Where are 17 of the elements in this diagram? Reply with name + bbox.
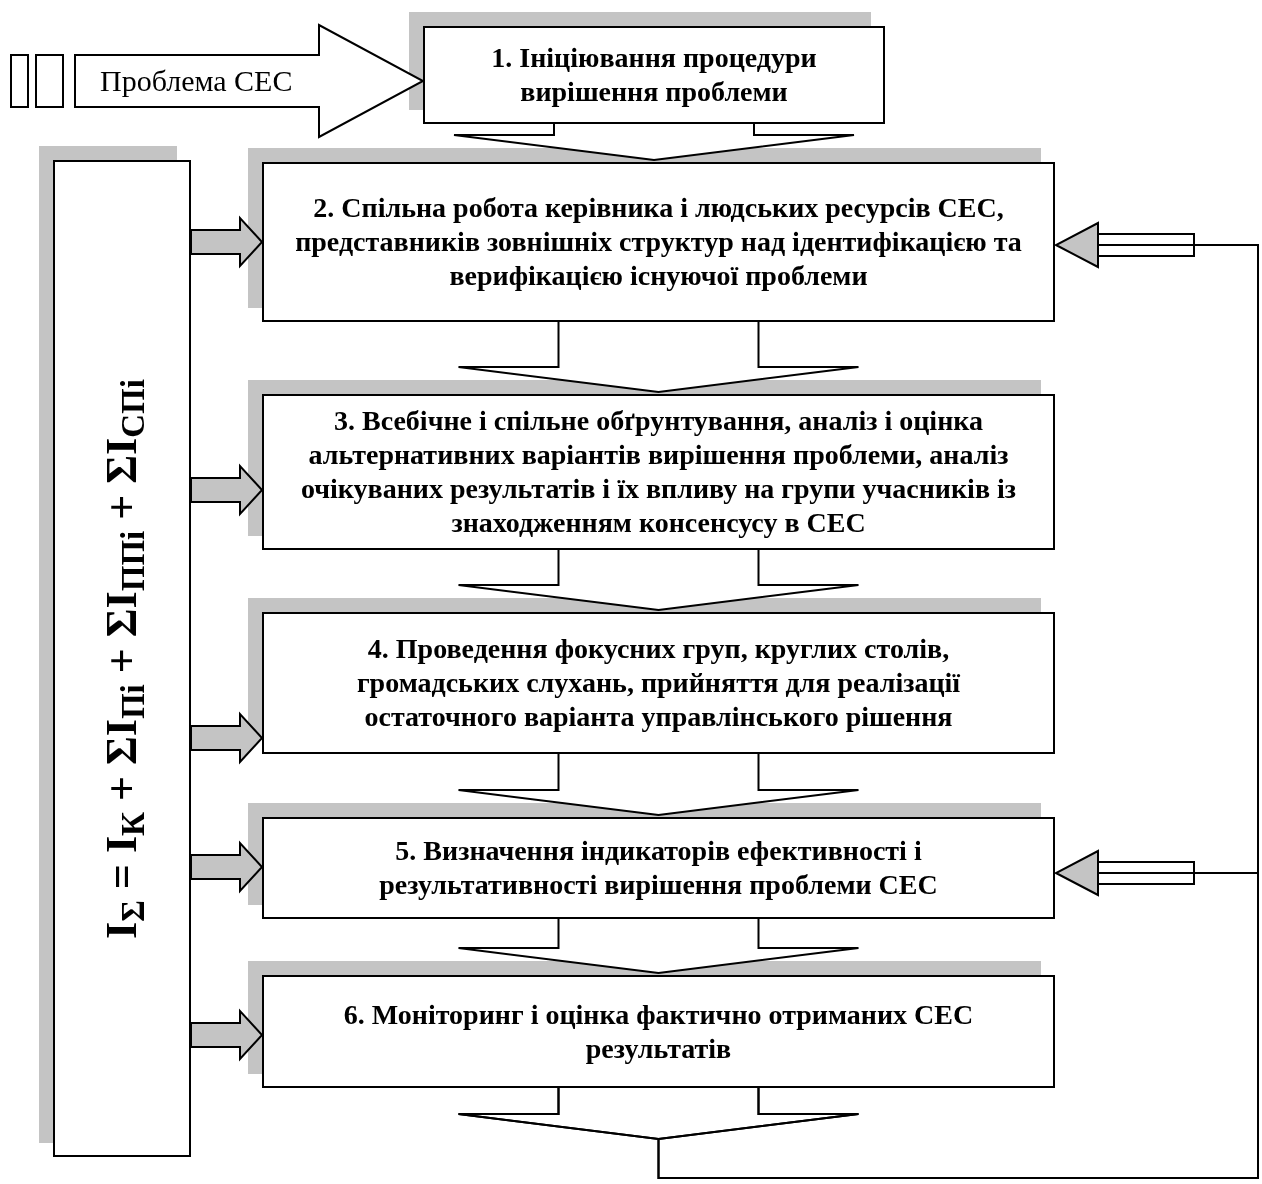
step-text: 1. Ініціювання процедури вирішення проблеми [490,41,818,109]
step-text: 4. Проведення фокусних груп, круглих столів, громадських слухань, прийняття для реалізації остаточного варіанта управлінського рішення [355,632,962,734]
chevron-arrow [457,753,860,816]
chevron-arrow [453,123,855,161]
feedback-arrow [457,850,1259,1179]
chevron-arrow [457,321,860,393]
block-arrow [190,463,264,517]
block-arrow [190,215,264,269]
block-arrow [190,1008,264,1062]
block-arrow [190,711,264,765]
chevron-arrow [457,918,860,974]
chevron-arrow [457,549,860,611]
block-arrow [190,840,264,894]
step-text: 2. Спільна робота керівника і людських ресурсів СЕС, представників зовнішніх структур над ідентифікацією та верифікацією існуючої проблеми [294,191,1023,293]
step-text: 6. Моніторинг і оцінка фактично отриманих СЕС результатів [342,997,975,1066]
step-text: 3. Всебічне і спільне обґрунтування, аналіз і оцінка альтернативних варіантів вирішення проблеми, аналіз очікуваних результатів і їх впливу на групи учасників із знаходженням консенсусу в СЕС [299,404,1018,540]
step-text: 5. Визначення індикаторів ефективності і результативності вирішення проблеми СЕС [378,834,939,902]
